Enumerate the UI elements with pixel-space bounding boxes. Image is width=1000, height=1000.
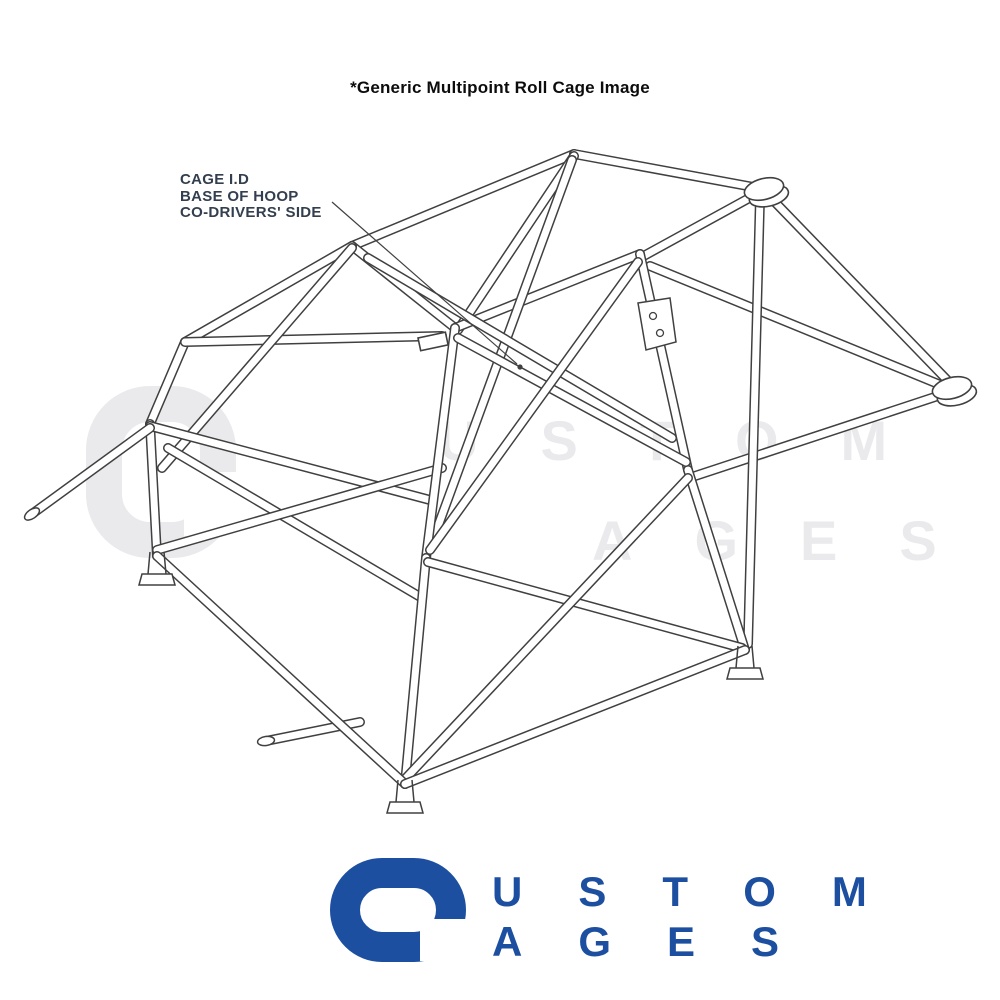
annotation-line-1: CAGE I.D	[180, 171, 250, 188]
annotation-line-3: CO-DRIVERS' SIDE	[180, 204, 322, 221]
brand-text-ustom: USTOM	[492, 868, 923, 915]
image-caption: *Generic Multipoint Roll Cage Image	[350, 78, 650, 97]
brand-c-logo	[330, 858, 466, 962]
brand-text-ages: AGES	[492, 918, 836, 965]
annotation-line-2: BASE OF HOOP	[180, 187, 299, 205]
cage-id-annotation: CAGE I.D BASE OF HOOP CO-DRIVERS' SIDE	[180, 171, 322, 222]
